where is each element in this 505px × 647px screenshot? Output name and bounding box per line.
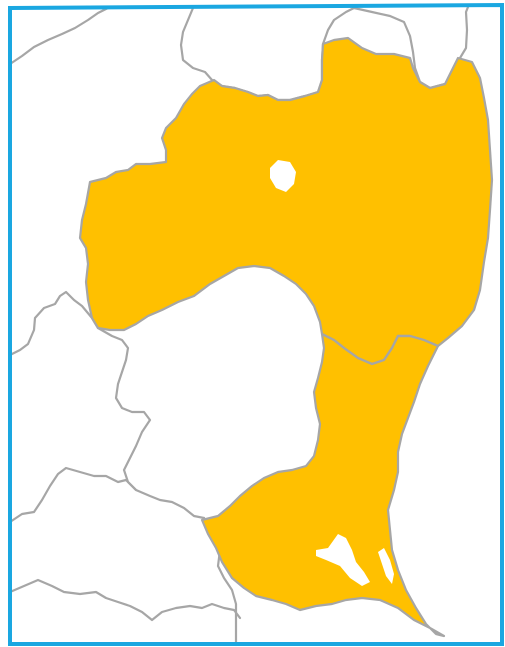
boundary-west-central bbox=[8, 290, 206, 520]
map-frame bbox=[8, 2, 504, 646]
boundary-south-west-lower bbox=[8, 578, 242, 622]
highlighted-region-south[interactable] bbox=[200, 332, 446, 638]
lake-south-small bbox=[378, 548, 394, 584]
lake-south-large bbox=[316, 534, 370, 586]
boundary-north-west-area bbox=[8, 6, 110, 66]
boundary-south-west bbox=[8, 466, 138, 524]
lake-north bbox=[270, 160, 296, 192]
internal-boundary bbox=[321, 333, 439, 366]
highlighted-region-north[interactable] bbox=[78, 36, 494, 366]
